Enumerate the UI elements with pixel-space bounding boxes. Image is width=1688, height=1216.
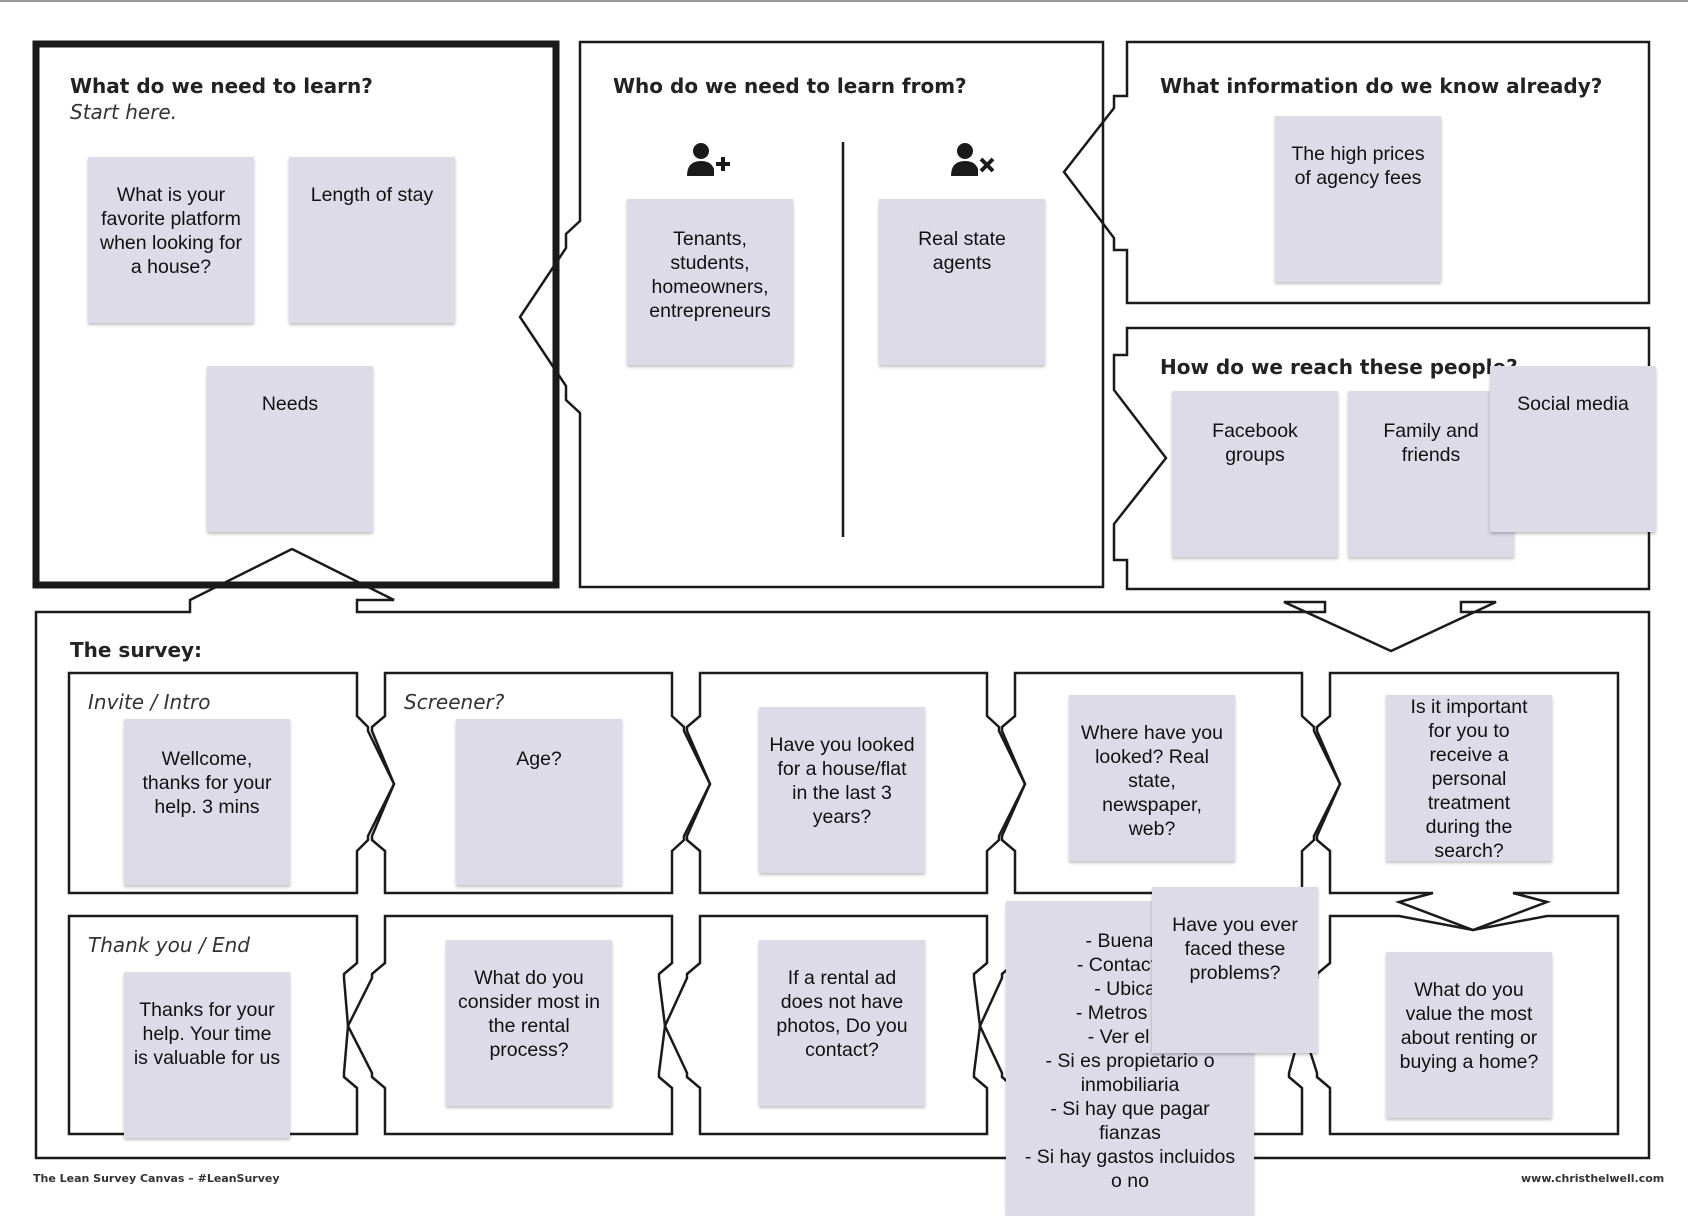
step-thanks-box xyxy=(67,914,359,1136)
who-box xyxy=(518,40,1105,589)
note-length-of-stay[interactable]: Length of stay xyxy=(289,157,455,323)
learn-subtitle: Start here. xyxy=(70,100,178,124)
person-remove-icon xyxy=(951,143,995,176)
step-thanks-label: Thank you / End xyxy=(88,933,250,957)
step-invite-box xyxy=(67,671,396,895)
note-rental-process[interactable]: What do you consider most in the rental … xyxy=(446,940,612,1106)
note-personal-treatment[interactable]: Is it important for you to receive a per… xyxy=(1386,695,1552,861)
learn-box xyxy=(32,40,560,589)
footer-left: The Lean Survey Canvas – #LeanSurvey xyxy=(33,1172,280,1185)
note-family-friends[interactable]: Family and friends xyxy=(1348,391,1514,557)
note-age[interactable]: Age? xyxy=(456,719,622,885)
step-invite-label: Invite / Intro xyxy=(88,690,211,714)
note-photos[interactable]: If a rental ad does not have photos, Do … xyxy=(759,940,925,1106)
note-value-most[interactable]: What do you value the most about renting… xyxy=(1386,952,1552,1118)
footer-right: www.christhelwell.com xyxy=(1521,1172,1665,1185)
reach-box xyxy=(1112,326,1651,591)
note-tenants[interactable]: Tenants, students, homeowners, entrepren… xyxy=(627,199,793,365)
top-divider xyxy=(0,0,1688,2)
step-8-box xyxy=(663,914,989,1136)
know-box xyxy=(1062,40,1651,305)
step-5-box xyxy=(1315,671,1620,932)
note-platform[interactable]: What is your favorite platform when look… xyxy=(88,157,254,323)
note-agents[interactable]: Real state agents xyxy=(879,199,1045,365)
survey-box xyxy=(34,547,1651,1160)
note-facebook-groups[interactable]: Facebook groups xyxy=(1172,391,1338,557)
step-9-box xyxy=(346,914,674,1136)
note-social-media[interactable]: Social media xyxy=(1490,366,1656,532)
note-needs[interactable]: Needs xyxy=(207,366,373,532)
who-title: Who do we need to learn from? xyxy=(613,74,967,98)
person-add-icon xyxy=(687,143,730,176)
note-looked[interactable]: Have you looked for a house/flat in the … xyxy=(759,707,925,873)
note-where-looked[interactable]: Where have you looked? Real state, newsp… xyxy=(1069,695,1235,861)
step-screener-label: Screener? xyxy=(404,690,505,714)
learn-title: What do we need to learn? xyxy=(70,74,373,98)
survey-title: The survey: xyxy=(70,638,203,662)
reach-title: How do we reach these people? xyxy=(1160,355,1518,379)
step-screener-box xyxy=(370,671,712,895)
note-faced-problems[interactable]: Have you ever faced these problems? xyxy=(1152,887,1318,1053)
step-3-box xyxy=(685,671,1027,895)
know-title: What information do we know already? xyxy=(1160,74,1603,98)
note-agency-fees[interactable]: The high prices of agency fees xyxy=(1275,116,1441,282)
note-thanks[interactable]: Thanks for your help. Your time is valua… xyxy=(124,972,290,1138)
note-welcome[interactable]: Wellcome, thanks for your help. 3 mins xyxy=(124,719,290,885)
